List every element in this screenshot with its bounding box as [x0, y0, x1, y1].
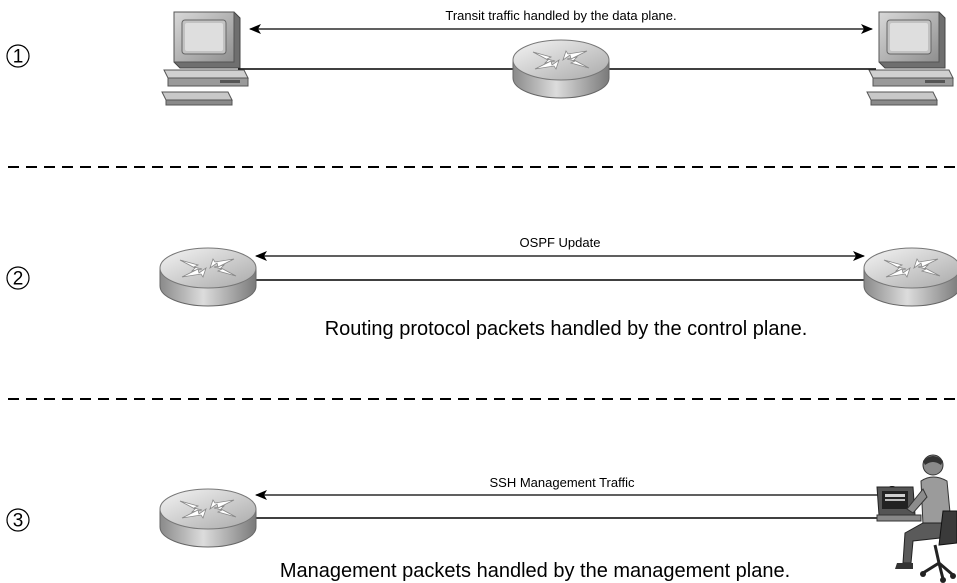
step-2-number: 2 [13, 269, 24, 290]
management-router-icon [159, 488, 257, 548]
step-1-number: 1 [13, 47, 24, 68]
step-2-circle [6, 266, 30, 290]
administrator-icon [875, 453, 957, 583]
left-router-icon [159, 247, 257, 307]
transit-label: Transit traffic handled by the data plan… [445, 8, 676, 23]
section-3: 3 SSH Management Traffic Management pack… [6, 453, 957, 583]
step-3-circle [6, 508, 30, 532]
step-1-circle [6, 44, 30, 68]
section-1: 1 Transit traffic handled by the data pl… [6, 8, 954, 106]
middle-router-icon [512, 39, 610, 99]
right-pc-icon [866, 11, 954, 106]
step-3-number: 3 [13, 511, 24, 532]
left-pc-icon [161, 11, 249, 106]
ssh-label: SSH Management Traffic [490, 475, 635, 490]
management-plane-caption: Management packets handled by the manage… [280, 560, 790, 582]
section-2: 2 OSPF Update Routing protocol packets h… [6, 235, 957, 340]
right-router-icon [863, 247, 957, 307]
ospf-label: OSPF Update [520, 235, 601, 250]
control-plane-caption: Routing protocol packets handled by the … [325, 318, 808, 340]
